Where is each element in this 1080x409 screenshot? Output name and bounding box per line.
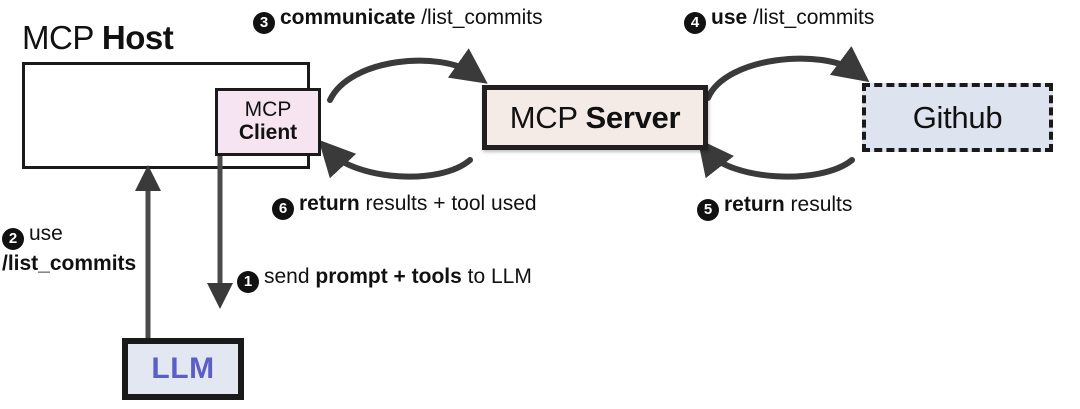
step-4-badge: 4 [684, 12, 706, 34]
step-1-badge: 1 [237, 271, 259, 293]
mcp-server-label-regular: MCP [509, 99, 578, 135]
github-label: Github [912, 99, 1003, 135]
step-6-text-bold: return [299, 192, 360, 215]
llm-label: LLM [151, 352, 215, 385]
step-1-text-a: send [264, 265, 316, 288]
step-1-text-c: to LLM [461, 265, 532, 288]
step-2-badge: 2 [2, 228, 24, 250]
github-box[interactable]: Github [862, 83, 1053, 152]
mcp-client-label-line1: MCP [244, 98, 292, 122]
arrow-server-to-client [318, 139, 473, 180]
mcp-host-title: MCP Host [22, 19, 174, 57]
host-title-bold: Host [101, 19, 174, 56]
llm-box[interactable]: LLM [122, 338, 244, 400]
mcp-server-box[interactable]: MCP Server [482, 85, 708, 150]
mcp-client-box[interactable]: MCP Client [215, 88, 321, 156]
arrow-server-to-github [705, 46, 870, 101]
step-3-text-regular: /list_commits [421, 6, 543, 29]
mcp-server-label-bold: Server [585, 99, 681, 135]
step-2-text-line2: /list_commits [2, 252, 137, 275]
step-5-text-regular: results [790, 193, 853, 216]
step-5-badge: 5 [697, 199, 719, 221]
step-3-badge: 3 [253, 12, 275, 34]
step-5-text-bold: return [724, 193, 785, 216]
step-6-badge: 6 [272, 198, 294, 220]
step-3-text-bold: communicate [280, 6, 416, 29]
step-4-text-bold: use [711, 6, 748, 29]
arrow-client-to-server [327, 48, 488, 103]
mcp-client-label-line2: Client [238, 121, 298, 144]
host-title-regular: MCP [22, 19, 94, 56]
step-1-text-b: prompt + tools [315, 265, 462, 288]
mcp-server-label: MCP Server [510, 100, 681, 136]
step-4-text-regular: /list_commits [753, 6, 875, 29]
arrow-github-to-server [697, 138, 855, 180]
step-6-text-regular: results + tool used [365, 192, 537, 215]
step-2-text-line1: use [29, 222, 63, 245]
